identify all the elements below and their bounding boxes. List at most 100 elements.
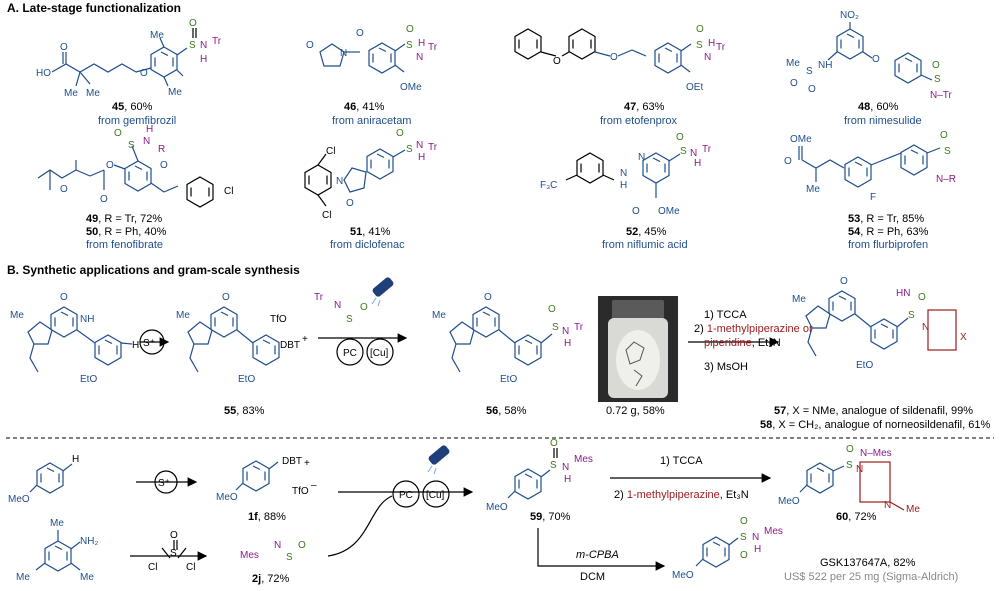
atom-me: Me: [806, 184, 820, 195]
atom-me: Me: [50, 518, 64, 529]
atom-s: S: [170, 548, 177, 559]
atom-n: N: [336, 176, 343, 187]
atom-o: O: [550, 438, 558, 449]
atom-o: O: [632, 206, 640, 217]
structure-mesitylamine: [35, 530, 81, 572]
atom-s: S: [189, 40, 196, 51]
atom-dbt: DBT: [282, 456, 302, 467]
pc-cycle: [336, 338, 364, 366]
structure-46: [319, 42, 406, 74]
structure-53-54: [798, 144, 941, 188]
atom-s: S: [346, 314, 353, 325]
structure-59: [507, 448, 558, 500]
atom-s: S: [128, 140, 135, 151]
product-vial-photo: [598, 296, 678, 402]
structure-45: [51, 28, 197, 87]
compound-51-label: 51, 41%: [350, 226, 391, 238]
compound-52-source: from niflumic acid: [602, 239, 688, 251]
structure-sildenafil-core: [27, 306, 133, 373]
atom-n: N: [334, 300, 341, 311]
compound-46-source: from aniracetam: [332, 115, 411, 127]
atom-o: O: [610, 52, 618, 63]
atom-oet: OEt: [686, 82, 703, 93]
atom-o: O: [60, 42, 68, 53]
atom-s: S: [806, 66, 813, 77]
atom-o: O: [484, 292, 492, 303]
atom-h: H: [418, 38, 425, 49]
atom-n: N: [638, 152, 645, 163]
atom-o: O: [553, 56, 561, 67]
s-plus-label: S⁺: [158, 478, 170, 489]
cu-label: [Cu]: [370, 348, 389, 359]
atom-n: N: [143, 136, 150, 147]
atom-tr: Tr: [428, 142, 438, 153]
atom-tr: Tr: [314, 292, 324, 303]
compound-54-label: 54, R = Ph, 63%: [848, 226, 929, 238]
atom-x: X: [960, 332, 967, 343]
compound-2j-label: 2j, 72%: [252, 573, 290, 585]
flashlight-icon: [371, 277, 394, 307]
thionyl-chloride: [161, 540, 187, 559]
atom-o: O: [872, 54, 880, 65]
pc-cycle: [392, 480, 420, 508]
compound-48-source: from nimesulide: [844, 115, 922, 127]
atom-o: O: [222, 292, 230, 303]
cu-cycle: [366, 338, 394, 366]
atom-f3c: F₃C: [540, 180, 557, 191]
atom-o: O: [140, 68, 148, 79]
gsk-price: US$ 522 per 25 mg (Sigma-Aldrich): [784, 571, 958, 583]
atom-o: O: [740, 550, 748, 561]
atom-o: O: [676, 132, 684, 143]
atom-ho: HO: [36, 68, 51, 79]
atom-n: N: [416, 52, 423, 63]
atom-hn: HN: [896, 288, 910, 299]
compound-45-source: from gemfibrozil: [98, 115, 176, 127]
compound-49-source: from fenofibrate: [86, 239, 163, 251]
atom-tr: Tr: [702, 144, 712, 155]
atom-n: N: [340, 48, 347, 59]
structure-47: [514, 28, 692, 74]
dcm-label: DCM: [580, 571, 605, 583]
atom-tr: Tr: [428, 42, 438, 53]
atom-meo: MeO: [672, 570, 694, 581]
pc-label: PC: [343, 348, 357, 359]
structure-anisole: [29, 462, 73, 494]
atom-o: O: [918, 292, 926, 303]
atom-nh: NH: [80, 314, 94, 325]
atom-eto: EtO: [500, 374, 517, 385]
atom-s: S: [846, 460, 853, 471]
step-3: 3) MsOH: [704, 361, 748, 373]
atom-o: O: [60, 292, 68, 303]
atom-o: O: [548, 304, 556, 315]
atom-h: H: [708, 38, 715, 49]
atom-o: O: [189, 18, 197, 29]
atom-o: O: [696, 24, 704, 35]
atom-o: O: [100, 194, 108, 205]
atom-tfo: TfO: [270, 314, 287, 325]
atom-h: H: [132, 340, 139, 351]
atom-mes: Mes: [764, 526, 783, 537]
atom-me: Me: [80, 572, 94, 583]
atom-o: O: [60, 184, 68, 195]
atom-h: H: [146, 124, 153, 135]
atom-minus: –: [311, 480, 317, 491]
atom-meo: MeO: [216, 492, 238, 503]
atom-n: N: [274, 540, 281, 551]
structure-52: [565, 152, 681, 198]
atom-o: O: [740, 516, 748, 527]
atom-eto: EtO: [80, 374, 97, 385]
atom-s: S: [406, 40, 413, 51]
compound-51-source: from diclofenac: [330, 239, 405, 251]
atom-o: O: [346, 198, 354, 209]
flashlight-icon: [427, 445, 450, 475]
photo-caption: 0.72 g, 58%: [606, 405, 665, 417]
atom-n: N: [620, 168, 627, 179]
cu-cycle: [422, 480, 450, 508]
compound-55-label: 55, 83%: [224, 405, 265, 417]
atom-meo: MeO: [778, 496, 800, 507]
gsk-label: GSK137647A, 82%: [820, 557, 916, 569]
atom-o: O: [932, 60, 940, 71]
atom-r: R: [158, 144, 165, 155]
step-2: 2) 1-methylpiperazine or: [694, 323, 813, 335]
